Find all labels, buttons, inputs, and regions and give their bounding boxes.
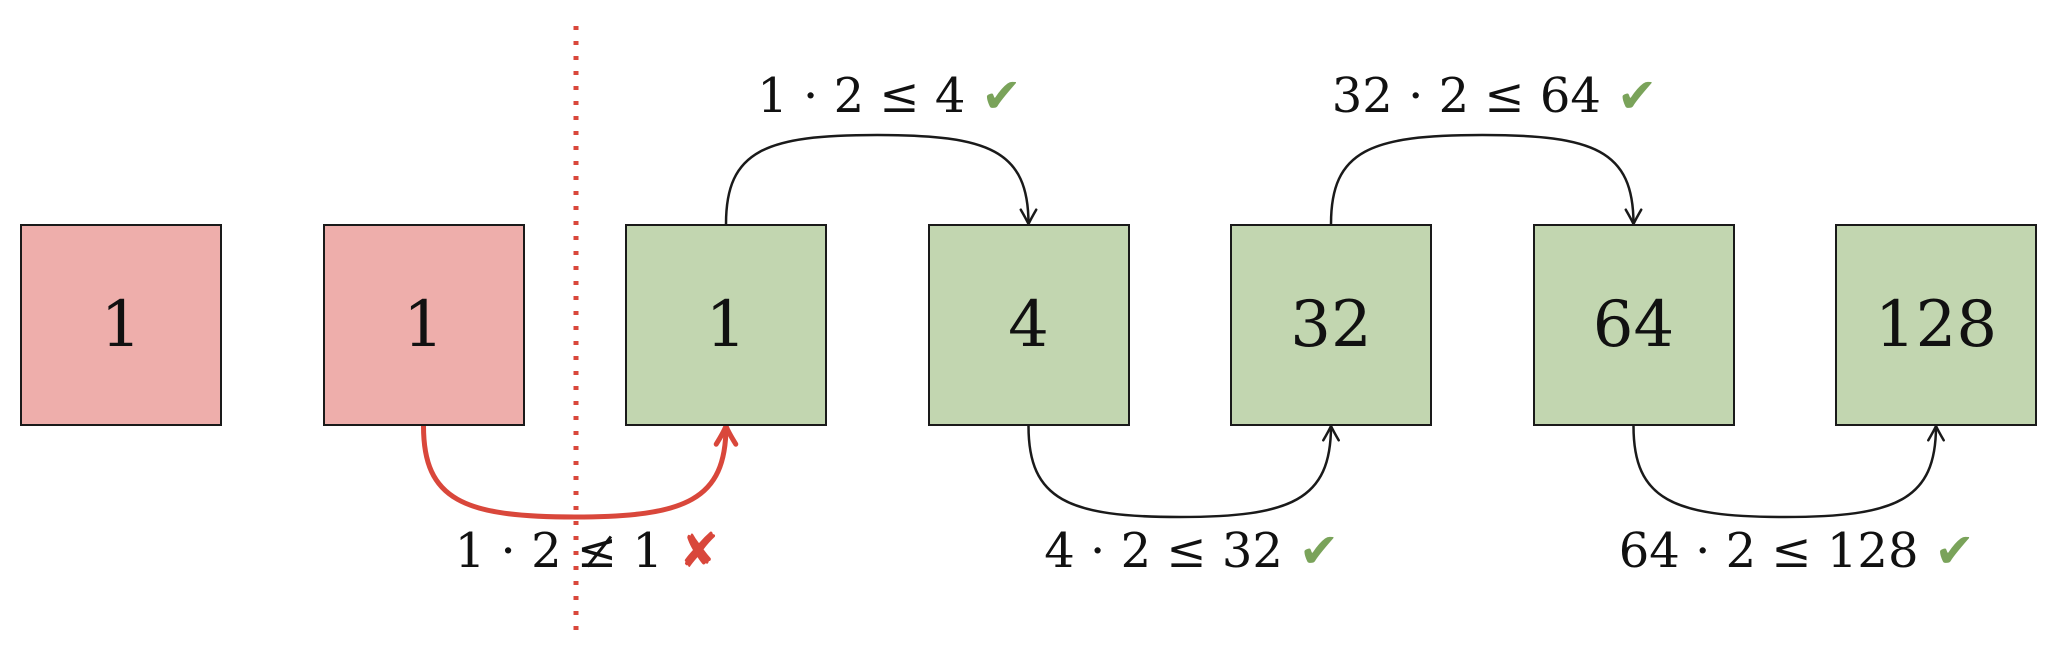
arrow-head [713,418,739,447]
accepted-box: 128 [1835,224,2037,426]
cross-mark-icon: ✘ [678,523,720,579]
failed-comparison-arrow [421,425,729,520]
check-mark-icon: ✔ [1298,523,1340,579]
check-mark-icon: ✔ [1934,523,1975,579]
comparison-arrow [1329,133,1635,225]
label-rhs: 32 [1206,523,1283,579]
comparison-arrow [1632,425,1938,519]
check-mark-icon: ✔ [1616,68,1658,124]
label-lhs: 32 · 2 [1331,68,1485,124]
leq-symbol: ≤ [879,68,920,124]
accepted-box: 1 [625,224,827,426]
comparison-arrow [1027,425,1333,519]
label-rhs: 128 [1811,523,1919,579]
comparison-arrow [724,133,1030,225]
leq-symbol: ≤ [1771,523,1812,579]
leq-symbol: ≤ [1166,523,1207,579]
leq-symbol: ≤ [1484,68,1525,124]
check-mark-icon: ✔ [981,68,1022,124]
rejected-box: 1 [20,224,222,426]
accepted-box: 32 [1230,224,1432,426]
comparison-label: 1 · 2 ≤ 1✘ [455,527,719,575]
arrow-head [1927,422,1945,442]
label-rhs: 4 [919,68,966,124]
label-lhs: 1 · 2 [454,523,577,579]
accepted-box: 64 [1532,224,1735,426]
rejected-box: 1 [322,224,525,426]
arrow-head [1322,422,1340,442]
comparison-label: 64 · 2 ≤ 128✔ [1619,527,1975,575]
label-lhs: 4 · 2 [1044,523,1167,579]
label-lhs: 1 · 2 [757,68,880,124]
comparison-label: 4 · 2 ≤ 32✔ [1044,527,1339,575]
comparison-label: 1 · 2 ≤ 4✔ [757,72,1021,120]
not-leq-symbol: ≤ [576,523,618,579]
label-rhs: 1 [617,523,663,579]
accepted-box: 4 [927,224,1130,426]
label-rhs: 64 [1524,68,1601,124]
label-lhs: 64 · 2 [1618,523,1772,579]
comparison-label: 32 · 2 ≤ 64✔ [1332,72,1657,120]
